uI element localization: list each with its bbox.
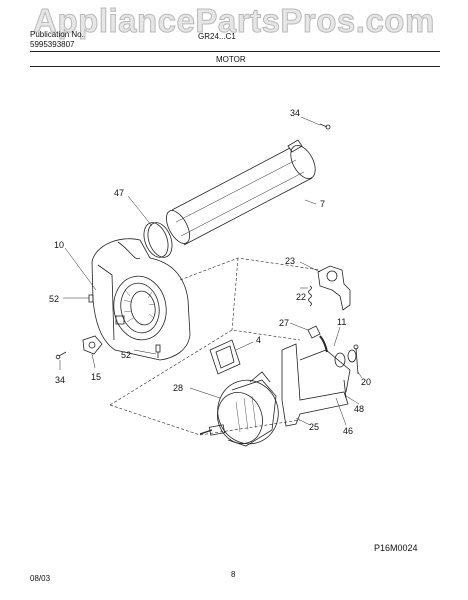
figure-code: P16M0024 <box>374 543 418 553</box>
motor-bracket <box>281 343 351 427</box>
gasket-ring <box>143 222 173 258</box>
callout-label: 22 <box>296 292 306 302</box>
page-number: 8 <box>231 570 236 579</box>
bolt-20 <box>353 344 359 375</box>
drive-motor <box>199 371 279 447</box>
spring <box>308 285 312 307</box>
exhaust-duct <box>166 139 316 246</box>
publication-number: 5995393807 <box>30 40 75 49</box>
screw-left <box>55 351 67 360</box>
callout-label: 10 <box>54 240 64 250</box>
callout-label: 52 <box>49 294 59 304</box>
footer-date: 08/03 <box>30 574 51 583</box>
screw-top <box>319 123 331 130</box>
leader-lines <box>59 116 363 426</box>
callout-label: 47 <box>114 188 124 198</box>
callout-label: 28 <box>173 383 183 393</box>
callout-label: 34 <box>55 375 65 385</box>
callout-label: 4 <box>256 335 261 345</box>
callout-label: 27 <box>279 318 289 328</box>
blower-housing <box>91 238 191 361</box>
motor-mount-pad <box>209 339 241 375</box>
header-rule-top <box>30 51 440 52</box>
idler-pulley <box>334 349 357 368</box>
callout-label: 23 <box>285 256 295 266</box>
watermark: AppliancePartsPros.com <box>33 2 435 40</box>
motor-switch <box>317 265 351 311</box>
callout-label: 11 <box>337 317 346 327</box>
idler-bracket <box>82 335 103 355</box>
callout-label: 34 <box>290 108 300 118</box>
callout-label: 48 <box>354 404 364 414</box>
screw-48 <box>343 379 347 399</box>
section-title: MOTOR <box>216 55 246 64</box>
header-rule-bottom <box>30 66 440 67</box>
callout-label: 52 <box>121 350 131 360</box>
callout-label: 46 <box>343 426 353 436</box>
model-number: GR24...C1 <box>198 32 236 41</box>
callout-label: 15 <box>91 372 101 382</box>
screw-52-lower <box>155 344 161 358</box>
clip <box>307 325 321 339</box>
callout-label: 7 <box>320 199 325 209</box>
assembly-guide-lines <box>109 257 321 436</box>
publication-label: Publication No. <box>30 30 84 39</box>
callout-label: 25 <box>309 422 319 432</box>
callout-label: 20 <box>361 377 371 387</box>
screw-52-upper <box>88 294 94 303</box>
callout-labels: 34 7 47 10 23 52 22 27 11 4 52 34 15 28 … <box>49 108 371 436</box>
